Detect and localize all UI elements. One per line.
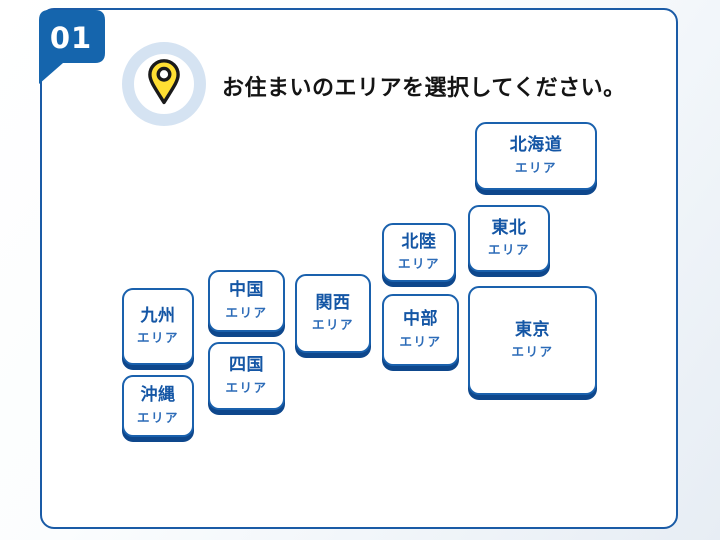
step-badge-ribbon [39,10,105,84]
region-name: 東京 [515,319,550,340]
region-button-shikoku[interactable]: 四国 エリア [208,342,285,410]
region-button-hokuriku[interactable]: 北陸 エリア [382,223,456,282]
region-button-kyushu[interactable]: 九州 エリア [122,288,194,365]
region-sub: エリア [397,256,440,272]
region-sub: エリア [225,304,268,320]
step-badge: 01 [36,8,108,86]
region-name: 東北 [491,217,527,238]
region-name: 中国 [229,280,264,301]
region-button-chugoku[interactable]: 中国 エリア [208,270,285,332]
region-name: 四国 [229,355,264,376]
step-number: 01 [49,21,93,55]
region-sub: エリア [399,333,442,349]
region-button-tokyo[interactable]: 東京 エリア [468,286,597,395]
region-name: 沖縄 [140,385,176,406]
region-button-tohoku[interactable]: 東北 エリア [468,205,550,272]
region-sub: エリア [511,344,554,360]
region-button-chubu[interactable]: 中部 エリア [382,294,459,366]
region-sub: エリア [136,409,179,425]
region-name: 北海道 [509,135,563,156]
region-name: 中部 [403,309,438,330]
page-title: お住まいのエリアを選択してください。 [222,76,626,101]
region-sub: エリア [514,159,557,175]
region-sub: エリア [311,317,354,333]
region-name: 関西 [315,292,351,313]
region-name: 北陸 [401,231,437,252]
region-sub: エリア [225,379,268,395]
region-button-hokkaido[interactable]: 北海道 エリア [475,122,597,190]
region-sub: エリア [136,330,179,346]
region-button-okinawa[interactable]: 沖縄 エリア [122,375,194,437]
map-pin-glyph [148,59,180,105]
region-sub: エリア [487,242,530,258]
region-button-kansai[interactable]: 関西 エリア [295,274,371,353]
region-name: 九州 [140,305,176,326]
map-pin-icon [122,42,206,126]
